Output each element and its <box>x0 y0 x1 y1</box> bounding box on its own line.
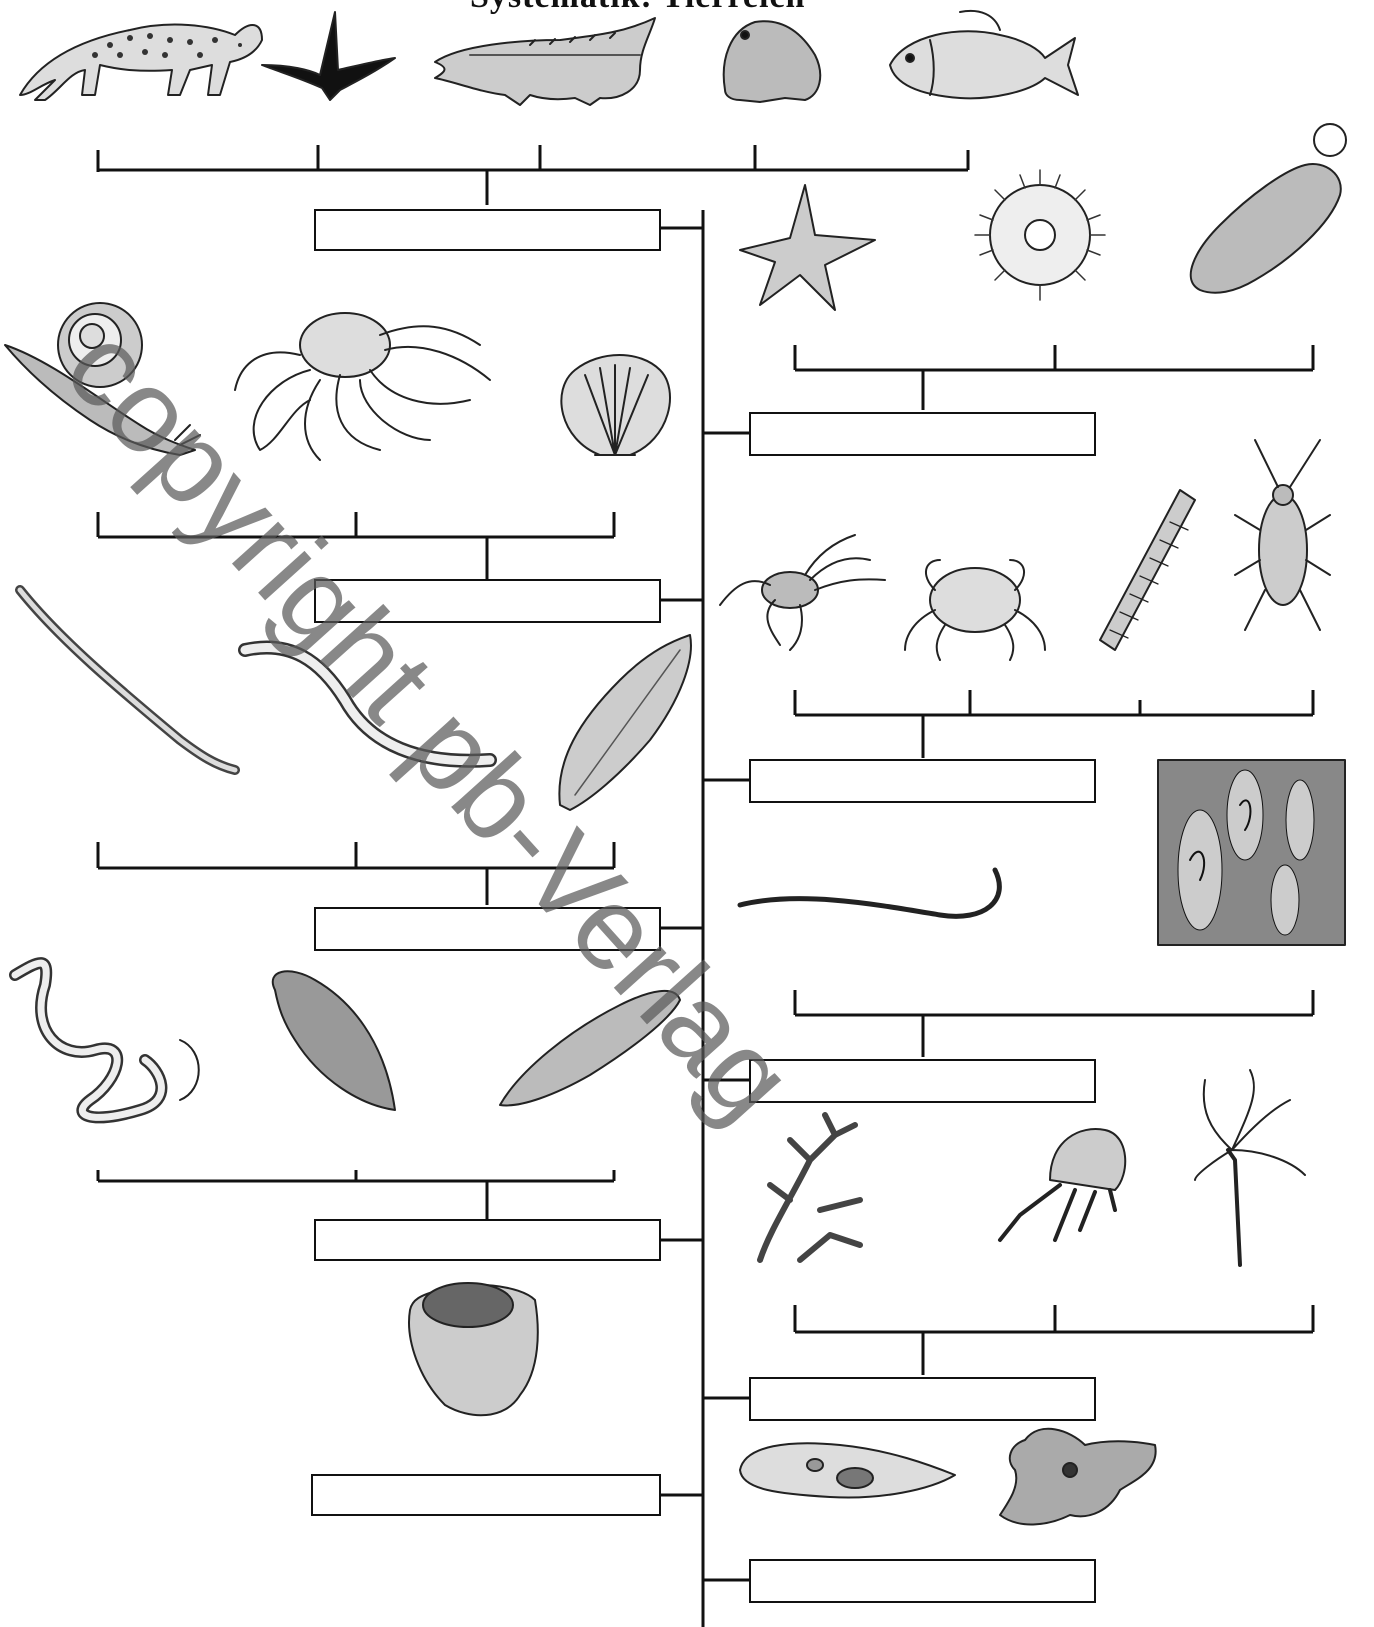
planarian-icon <box>500 991 680 1105</box>
bracket-vertebrates <box>98 145 968 205</box>
sponge-icon <box>409 1283 538 1415</box>
amoeba-icon <box>1000 1429 1156 1525</box>
carp-icon <box>890 11 1078 98</box>
spider-icon <box>720 535 885 650</box>
trichina-cysts-icon <box>1158 760 1345 945</box>
answer-box-sponges[interactable] <box>312 1475 660 1515</box>
paramecium-icon <box>740 1443 955 1497</box>
bracket-roundworms <box>795 990 1313 1057</box>
answer-box-cnidarians[interactable] <box>750 1378 1095 1420</box>
answer-box-vertebrates[interactable] <box>315 210 660 250</box>
cockroach-icon <box>1235 440 1330 630</box>
sea-urchin-icon <box>975 170 1105 300</box>
octopus-icon <box>235 313 490 460</box>
bracket-echinoderms <box>795 345 1313 410</box>
bracket-annelids <box>98 842 614 905</box>
crab-icon <box>905 560 1045 660</box>
jellyfish-icon <box>1000 1129 1125 1240</box>
liver-fluke-icon <box>273 971 395 1110</box>
crocodile-icon <box>435 18 655 105</box>
leech-icon <box>559 635 691 810</box>
sea-cucumber-icon <box>1191 124 1346 293</box>
roundworm-icon <box>740 870 999 916</box>
tree-lines <box>98 145 1313 1627</box>
bracket-flatworms <box>98 1170 614 1220</box>
bristle-worm-icon <box>20 590 235 770</box>
tapeworm-icon <box>15 963 199 1117</box>
bracket-molluscs <box>98 512 614 580</box>
answer-box-protozoa[interactable] <box>750 1560 1095 1602</box>
swallow-icon <box>262 12 395 100</box>
jaguar-icon <box>20 25 262 100</box>
toad-icon <box>724 21 820 102</box>
millipede-icon <box>1100 490 1195 650</box>
answer-box-annelids[interactable] <box>315 908 660 950</box>
answer-box-flatworms[interactable] <box>315 1220 660 1260</box>
coral-icon <box>760 1115 860 1260</box>
bracket-cnidarians <box>795 1305 1313 1375</box>
earthworm-icon <box>245 647 490 760</box>
hydra-icon <box>1195 1070 1305 1265</box>
answer-box-arthropods[interactable] <box>750 760 1095 802</box>
scallop-icon <box>561 355 670 455</box>
answer-box-echinoderms[interactable] <box>750 413 1095 455</box>
answer-box-molluscs[interactable] <box>315 580 660 622</box>
snail-icon <box>5 303 200 455</box>
bracket-arthropods <box>795 690 1313 758</box>
starfish-icon <box>740 185 875 310</box>
answer-box-roundworms[interactable] <box>750 1060 1095 1102</box>
